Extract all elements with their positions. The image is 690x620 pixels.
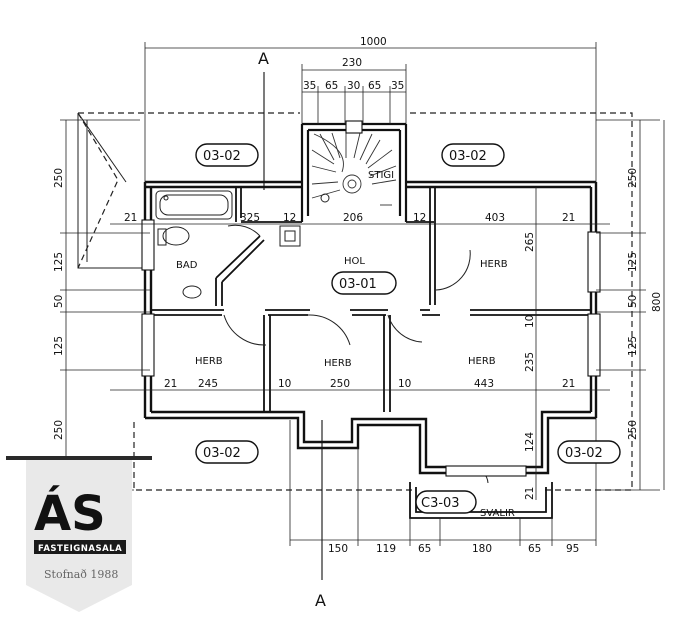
dim-row1: 21 <box>124 212 137 224</box>
dim-left: 250 <box>53 168 65 188</box>
room-label-hol: HOL <box>344 256 365 267</box>
svg-text:03-02: 03-02 <box>203 149 241 164</box>
dim-row1: 403 <box>485 212 505 224</box>
dim-row2: 21 <box>562 378 575 390</box>
dim-bottom: 119 <box>376 543 396 555</box>
svg-text:03-02: 03-02 <box>203 446 241 461</box>
dim-left: 50 <box>53 295 65 308</box>
dim-bottom: 150 <box>328 543 348 555</box>
room-label-herb: HERB <box>324 358 352 369</box>
room-label-stigi: STIGI <box>368 170 394 181</box>
dim-left: 250 <box>53 420 65 440</box>
code-tag: 03-02 <box>195 440 259 464</box>
dim-top-stair: 230 <box>342 57 362 69</box>
room-label-herb: HERB <box>195 356 223 367</box>
dim-bottom: 95 <box>566 543 579 555</box>
dim-left: 125 <box>53 252 65 272</box>
dim-right: 125 <box>627 252 639 272</box>
logo-mark-text: ÁS <box>34 485 106 542</box>
stair-treads <box>311 132 397 206</box>
dim-inner-vertical: 265 <box>524 232 536 252</box>
dim-row2: 10 <box>398 378 411 390</box>
room-label-herb: HERB <box>480 259 508 270</box>
dim-row1: 21 <box>562 212 575 224</box>
windows <box>141 120 601 477</box>
dim-right: 125 <box>627 336 639 356</box>
svg-text:03-02: 03-02 <box>449 149 487 164</box>
dim-right: 50 <box>627 295 639 308</box>
dim-row1: 325 <box>240 212 260 224</box>
dim-right-overall: 800 <box>651 292 663 312</box>
dim-bottom: 65 <box>418 543 431 555</box>
roof-hip-lines <box>77 112 145 269</box>
dim-stair-part: 65 <box>368 80 381 92</box>
dim-stair-part: 35 <box>303 80 316 92</box>
room-label-bad: BAD <box>176 260 198 271</box>
code-tag: 03-02 <box>557 440 621 464</box>
code-tag: 03-01 <box>331 271 397 295</box>
dim-bottom: 65 <box>528 543 541 555</box>
logo-founded-text: Stofnað 1988 <box>44 568 118 581</box>
svg-text:03-01: 03-01 <box>339 277 377 292</box>
dim-row2: 443 <box>474 378 494 390</box>
dim-row2: 21 <box>164 378 177 390</box>
agency-logo: ÁS FASTEIGNASALA Stofnað 1988 <box>6 456 152 612</box>
dim-row1: 12 <box>413 212 426 224</box>
dim-inner-vertical: 124 <box>524 432 536 452</box>
dim-row1: 206 <box>343 212 363 224</box>
dim-inner-vertical: 21 <box>524 487 536 500</box>
dim-row1: 12 <box>283 212 296 224</box>
dim-row2: 10 <box>278 378 291 390</box>
dim-stair-part: 35 <box>391 80 404 92</box>
room-label-herb: HERB <box>468 356 496 367</box>
dim-bottom: 180 <box>472 543 492 555</box>
dim-right: 250 <box>627 168 639 188</box>
section-line <box>263 72 323 580</box>
dim-stair-part: 65 <box>325 80 338 92</box>
dim-inner-vertical: 10 <box>524 315 536 328</box>
dim-left: 125 <box>53 336 65 356</box>
dim-row2: 250 <box>330 378 350 390</box>
dim-right: 250 <box>627 420 639 440</box>
roof-outline <box>77 112 633 491</box>
room-label-svalir: SVALIR <box>480 508 515 519</box>
interior-walls <box>151 187 591 412</box>
section-mark-bottom: A <box>315 591 326 610</box>
code-tag: 03-02 <box>441 143 505 167</box>
code-tag: C3-03 <box>415 490 477 514</box>
section-mark-top: A <box>258 49 269 68</box>
logo-name-text: FASTEIGNASALA <box>38 544 122 554</box>
bathroom-fixtures <box>155 190 330 299</box>
svg-text:C3-03: C3-03 <box>421 496 460 511</box>
dimension-lines <box>60 42 665 546</box>
dim-inner-vertical: 235 <box>524 352 536 372</box>
dim-top-overall: 1000 <box>360 36 387 48</box>
svg-text:03-02: 03-02 <box>565 446 603 461</box>
code-tag: 03-02 <box>195 143 259 167</box>
dim-row2: 245 <box>198 378 218 390</box>
dim-stair-part: 30 <box>347 80 360 92</box>
